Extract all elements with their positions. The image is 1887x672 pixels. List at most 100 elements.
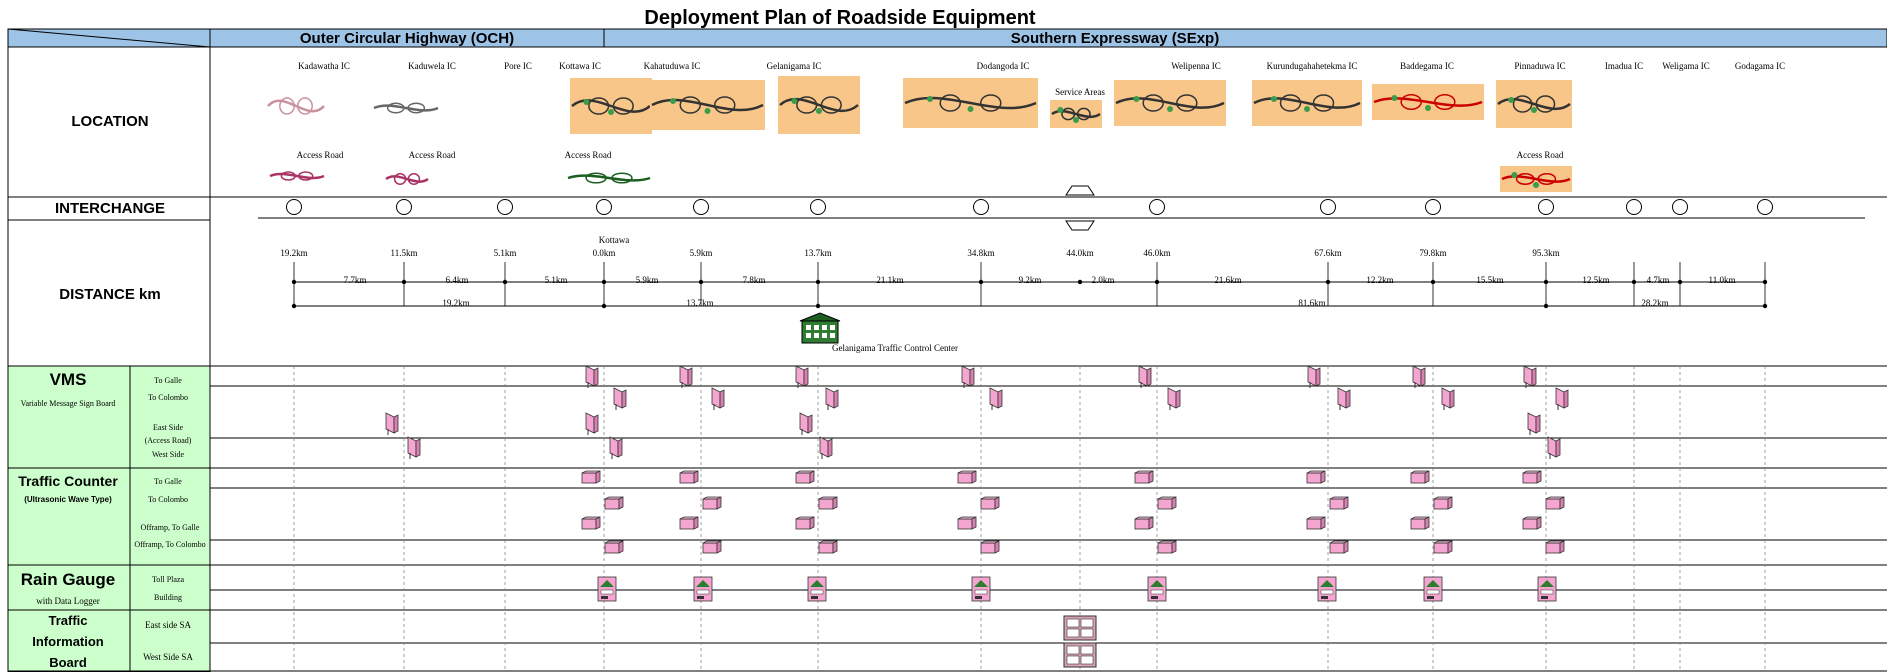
interchange-circle-icon xyxy=(1426,200,1441,215)
traffic-counter-icon xyxy=(1434,541,1452,553)
interchange-map-image xyxy=(1496,80,1572,128)
traffic-counter-icon xyxy=(680,471,698,483)
vms-sign-icon xyxy=(610,437,622,459)
km-marker-label: 34.8km xyxy=(967,248,994,258)
vms-sign-icon xyxy=(826,388,838,410)
segment-distance-label: 21.1km xyxy=(876,275,903,285)
interchange-circle-icon xyxy=(1150,200,1165,215)
traffic-counter-icon xyxy=(1546,541,1564,553)
traffic-counter-icon xyxy=(703,497,721,509)
tib-title-line2: Information xyxy=(32,634,104,649)
counter-title: Traffic Counter xyxy=(18,473,118,489)
segment-distance-label: 12.2km xyxy=(1366,275,1393,285)
vms-sign-icon xyxy=(1308,366,1320,388)
interchange-circle-icon xyxy=(498,200,513,215)
interchange-guide-lines xyxy=(294,366,1765,671)
interchange-circle-icon xyxy=(597,200,612,215)
km-marker-label: 79.8km xyxy=(1419,248,1446,258)
ic-label-kaduwela: Kaduwela IC xyxy=(408,61,456,71)
rain-subtitle: with Data Logger xyxy=(36,596,99,606)
segment-distance-label: 21.6km xyxy=(1214,275,1241,285)
interchange-circle-icon xyxy=(287,200,302,215)
counter-sub-to-colombo: To Colombo xyxy=(148,495,188,504)
km-marker-label: 67.6km xyxy=(1314,248,1341,258)
interchange-map-image xyxy=(384,166,430,192)
vms-subtitle: Variable Message Sign Board xyxy=(21,399,116,408)
interchange-row-label: INTERCHANGE xyxy=(55,200,165,217)
rain-gauge-icon xyxy=(972,577,990,601)
traffic-counter-icon xyxy=(1135,517,1153,529)
traffic-counter-icon xyxy=(819,497,837,509)
segment-distance-label: 7.7km xyxy=(344,275,367,285)
counter-sub-to-galle: To Galle xyxy=(154,477,182,486)
vms-sign-icon xyxy=(712,388,724,410)
total-distance-label: 28.2km xyxy=(1641,298,1668,308)
vms-sign-icon xyxy=(586,366,598,388)
counter-sub-offramp-galle: Offramp, To Galle xyxy=(141,523,200,532)
vms-sign-icon xyxy=(990,388,1002,410)
segment-distance-label: 12.5km xyxy=(1582,275,1609,285)
interchange-circle-icon xyxy=(1758,200,1773,215)
ic-label-kahatuduwa: Kahatuduwa IC xyxy=(644,61,701,71)
control-center-label: Gelanigama Traffic Control Center xyxy=(832,343,958,353)
vms-sign-icon xyxy=(1338,388,1350,410)
tib-title-line1: Traffic xyxy=(48,613,87,628)
vms-sign-icon xyxy=(800,413,812,435)
tib-sub-west: West Side SA xyxy=(143,652,193,662)
section-och-label: Outer Circular Highway (OCH) xyxy=(300,30,514,47)
traffic-counter-icon xyxy=(582,517,600,529)
traffic-counter-icon xyxy=(605,541,623,553)
vms-sign-icon xyxy=(1442,388,1454,410)
ic-label-pinnaduwa: Pinnaduwa IC xyxy=(1514,61,1565,71)
ic-label-kurundugahahetekma: Kurundugahahetekma IC xyxy=(1267,61,1358,71)
info-board-icon xyxy=(1064,643,1096,667)
interchange-map-image xyxy=(1372,84,1484,120)
segment-distance-label: 6.4km xyxy=(446,275,469,285)
rain-sub-building: Building xyxy=(154,593,182,602)
service-area-hexagon-icon-top xyxy=(1066,186,1094,195)
vms-sign-icon xyxy=(408,437,420,459)
control-center-icon xyxy=(800,313,840,343)
km-marker-label: 0.0km xyxy=(593,248,616,258)
interchange-circle-icon xyxy=(974,200,989,215)
segment-distance-label: 2.0km xyxy=(1092,275,1115,285)
service-area-hexagon-icon-bottom xyxy=(1066,221,1094,230)
vms-sign-icon xyxy=(1528,413,1540,435)
section-sexp-label: Southern Expressway (SExp) xyxy=(1011,30,1219,47)
km-marker-label: 44.0km xyxy=(1066,248,1093,258)
traffic-counter-icon xyxy=(796,471,814,483)
counter-sub-offramp-colombo: Offramp, To Colombo xyxy=(134,540,205,549)
traffic-counter-icon xyxy=(605,497,623,509)
vms-title: VMS xyxy=(50,370,87,389)
interchange-map-image xyxy=(1252,80,1362,126)
interchange-circles xyxy=(287,200,1773,215)
ic-label-welipenna: Welipenna IC xyxy=(1171,61,1221,71)
km-marker-label: 19.2km xyxy=(280,248,307,258)
access-road-label-kaduwela: Access Road xyxy=(409,150,456,160)
interchange-circle-icon xyxy=(694,200,709,215)
vms-sub-to-colombo: To Colombo xyxy=(148,393,188,402)
rain-title: Rain Gauge xyxy=(21,570,115,589)
vms-sign-icon xyxy=(1139,366,1151,388)
interchange-labels: Kadawatha IC Kaduwela IC Pore IC Kottawa… xyxy=(298,61,1785,71)
segment-distance-label: 5.1km xyxy=(545,275,568,285)
traffic-counter-icon xyxy=(1330,497,1348,509)
interchange-map-image xyxy=(903,78,1038,128)
traffic-counter-icon xyxy=(703,541,721,553)
traffic-counter-icon xyxy=(1135,471,1153,483)
traffic-counter-icon xyxy=(796,517,814,529)
km-marker-label: 46.0km xyxy=(1143,248,1170,258)
traffic-counter-icon xyxy=(1307,517,1325,529)
vms-sub-to-galle: To Galle xyxy=(154,376,182,385)
interchange-circle-icon xyxy=(1539,200,1554,215)
interchange-circle-icon xyxy=(811,200,826,215)
traffic-counter-icon xyxy=(958,517,976,529)
vms-sub-access-road: (Access Road) xyxy=(145,436,192,445)
total-distance-label: 19.2km xyxy=(442,298,469,308)
tib-title-line3: Board xyxy=(49,655,87,670)
traffic-counter-icon xyxy=(1523,471,1541,483)
vms-sign-icon xyxy=(386,413,398,435)
vms-sign-icon xyxy=(1556,388,1568,410)
interchange-circle-icon xyxy=(1627,200,1642,215)
